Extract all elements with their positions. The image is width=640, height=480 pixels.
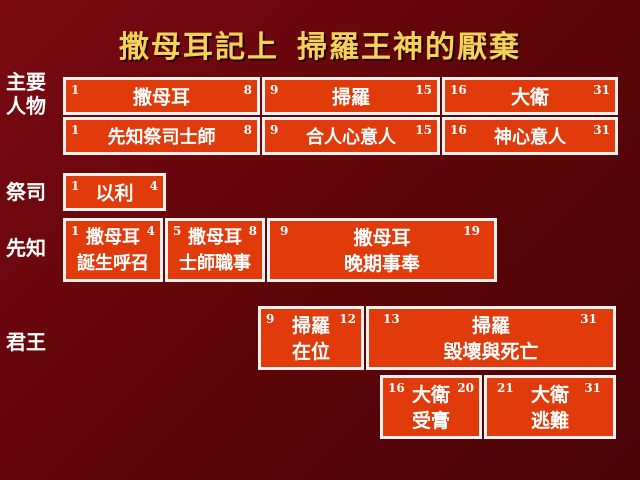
label-main-characters-line1: 主要 xyxy=(6,70,46,94)
chapter-end: 15 xyxy=(415,83,432,97)
box-text-line1: 掃羅 xyxy=(291,315,330,337)
chapter-start: 1 xyxy=(71,83,80,97)
chapter-end: 15 xyxy=(415,123,432,137)
chapter-end: 8 xyxy=(243,123,252,137)
chapter-end: 31 xyxy=(593,83,610,97)
chapter-end: 19 xyxy=(463,224,480,238)
label-king: 君王 xyxy=(6,330,46,354)
label-main-characters-line2: 人物 xyxy=(6,94,46,118)
chapter-start: 16 xyxy=(450,123,467,137)
chapter-start: 16 xyxy=(450,83,467,97)
box-text: 合人心意人 xyxy=(306,127,396,148)
box-text: 撒母耳 xyxy=(132,86,190,109)
king-saul-destruction-box: 13 31 掃羅 毀壞與死亡 xyxy=(366,306,616,370)
role-david-box: 16 31 神心意人 xyxy=(442,117,618,155)
chapter-start: 21 xyxy=(497,381,514,395)
label-priest: 祭司 xyxy=(6,180,46,204)
chapter-end: 12 xyxy=(339,312,356,326)
box-text: 神心意人 xyxy=(494,127,566,148)
box-text-line2: 士師職事 xyxy=(179,253,251,274)
box-text: 撒母耳 誕生呼召 xyxy=(66,225,160,277)
chapter-start: 1 xyxy=(71,224,80,238)
slide-title: 撒母耳記上掃羅王神的厭棄 xyxy=(0,22,640,66)
character-saul-box: 9 15 掃羅 xyxy=(262,77,440,115)
chapter-start: 16 xyxy=(388,381,405,395)
chapter-end: 31 xyxy=(584,381,601,395)
box-text-line1: 大衛 xyxy=(530,384,569,406)
chapter-end: 8 xyxy=(248,224,257,238)
box-text: 撒母耳 士師職事 xyxy=(168,225,262,277)
prophet-samuel-late-box: 9 19 撒母耳 晚期事奉 xyxy=(267,218,497,282)
chapter-end: 20 xyxy=(457,381,474,395)
title-book: 撒母耳記上 xyxy=(119,30,279,65)
title-subject: 掃羅王神的厭棄 xyxy=(297,30,521,65)
prophet-samuel-judge-box: 5 8 撒母耳 士師職事 xyxy=(165,218,265,282)
king-david-flight-box: 21 31 大衛 逃難 xyxy=(484,375,616,439)
chapter-end: 4 xyxy=(146,224,155,238)
chapter-start: 9 xyxy=(270,123,279,137)
king-david-anointed-box: 16 20 大衛 受膏 xyxy=(380,375,482,439)
box-text-line2: 受膏 xyxy=(411,410,450,432)
box-text: 掃羅 毀壞與死亡 xyxy=(369,313,613,365)
label-main-characters: 主要 人物 xyxy=(6,70,46,118)
label-prophet: 先知 xyxy=(6,236,46,260)
box-text-line1: 撒母耳 xyxy=(353,227,411,249)
box-text-line2: 在位 xyxy=(291,341,330,363)
box-text-line1: 撒母耳 xyxy=(86,227,140,248)
chapter-start: 5 xyxy=(173,224,182,238)
box-text: 大衛 xyxy=(510,86,549,109)
chapter-end: 8 xyxy=(243,83,252,97)
box-text-line2: 晚期事奉 xyxy=(343,253,420,275)
role-samuel-box: 1 8 先知祭司士師 xyxy=(63,117,260,155)
box-text: 以利 xyxy=(95,182,134,205)
chapter-end: 4 xyxy=(149,179,158,193)
character-david-box: 16 31 大衛 xyxy=(442,77,618,115)
box-text: 掃羅 xyxy=(331,86,370,109)
chapter-end: 31 xyxy=(580,312,597,326)
box-text: 大衛 逃難 xyxy=(487,382,613,434)
chapter-start: 9 xyxy=(270,83,279,97)
chapter-start: 1 xyxy=(71,123,80,137)
chapter-start: 1 xyxy=(71,179,80,193)
prophet-samuel-calling-box: 1 4 撒母耳 誕生呼召 xyxy=(63,218,163,282)
box-text-line2: 誕生呼召 xyxy=(77,253,149,274)
chapter-start: 9 xyxy=(280,224,289,238)
role-saul-box: 9 15 合人心意人 xyxy=(262,117,440,155)
chapter-start: 9 xyxy=(266,312,275,326)
king-saul-reign-box: 9 12 掃羅 在位 xyxy=(258,306,364,370)
box-text: 大衛 受膏 xyxy=(383,382,479,434)
box-text-line1: 撒母耳 xyxy=(188,227,242,248)
priest-eli-box: 1 4 以利 xyxy=(63,173,166,211)
character-samuel-box: 1 8 撒母耳 xyxy=(63,77,260,115)
chapter-end: 31 xyxy=(593,123,610,137)
box-text-line1: 掃羅 xyxy=(471,315,510,337)
box-text: 掃羅 在位 xyxy=(261,313,361,365)
box-text-line2: 逃難 xyxy=(530,410,569,432)
chapter-start: 13 xyxy=(383,312,400,326)
box-text-line2: 毀壞與死亡 xyxy=(443,341,539,363)
box-text: 先知祭司士師 xyxy=(107,127,216,148)
box-text: 撒母耳 晚期事奉 xyxy=(270,225,494,277)
box-text-line1: 大衛 xyxy=(411,384,450,406)
